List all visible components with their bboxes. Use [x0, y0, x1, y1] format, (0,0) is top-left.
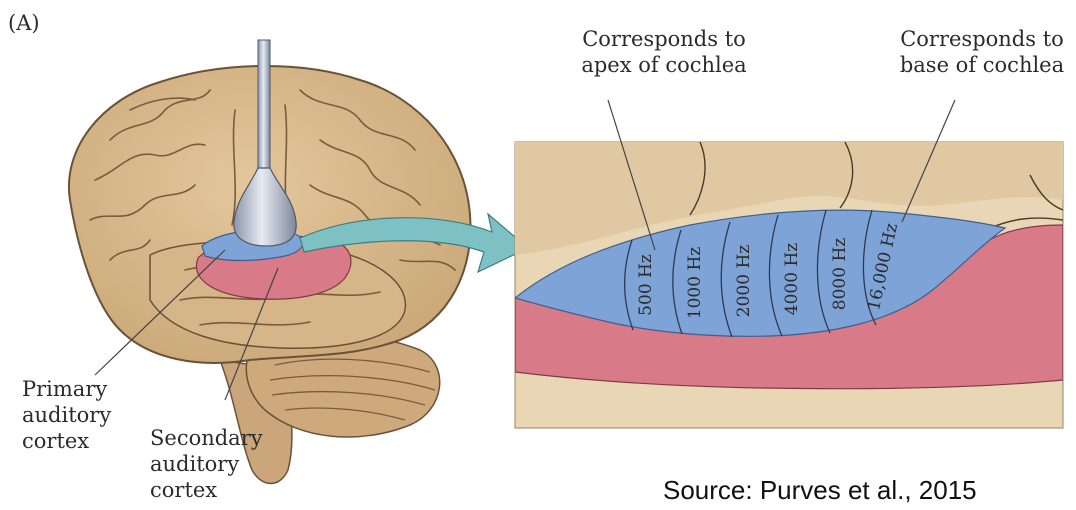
label-line: Primary [22, 377, 107, 401]
freq-band-label: 1000 Hz [685, 247, 705, 319]
secondary-auditory-cortex-label: Secondary auditory cortex [150, 426, 263, 502]
label-line: Corresponds to [582, 27, 746, 51]
label-line: cortex [150, 478, 217, 502]
freq-band-label: 4000 Hz [782, 243, 802, 315]
apex-label: Corresponds to apex of cochlea [581, 27, 746, 77]
label-line: cortex [22, 429, 89, 453]
base-label: Corresponds to base of cochlea [900, 27, 1064, 77]
label-line: auditory [22, 403, 111, 427]
label-line: auditory [150, 452, 239, 476]
source-caption: Source: Purves et al., 2015 [663, 475, 977, 505]
freq-band-label: 2000 Hz [734, 245, 754, 317]
brain-illustration [69, 40, 470, 484]
panel-label: (A) [8, 11, 40, 35]
label-line: apex of cochlea [581, 53, 746, 77]
freq-band-label: 8000 Hz [830, 238, 850, 310]
primary-auditory-cortex-label: Primary auditory cortex [22, 377, 111, 453]
freq-band-label: 500 Hz [636, 254, 656, 316]
label-line: Secondary [150, 426, 263, 450]
label-line: base of cochlea [900, 53, 1064, 77]
label-line: Corresponds to [900, 27, 1064, 51]
cortex-inset: 500 Hz 1000 Hz 2000 Hz 4000 Hz 8000 Hz 1… [515, 100, 1063, 428]
